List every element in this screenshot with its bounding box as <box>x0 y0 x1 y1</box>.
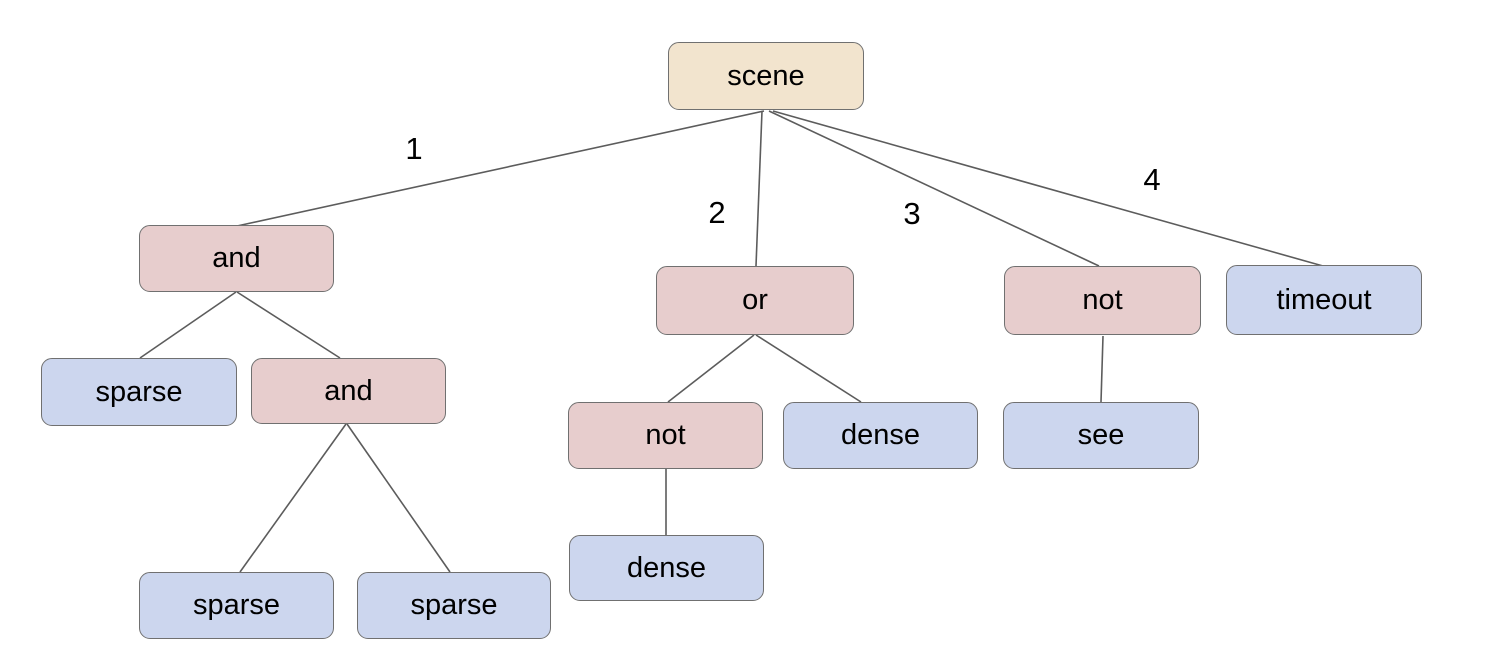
edge-not1-see <box>1100 335 1104 403</box>
node-sparse-2-label: sparse <box>192 589 281 621</box>
edge-scene-or <box>755 110 763 267</box>
edge-or-dense2 <box>755 334 862 403</box>
edge-scene-not <box>768 110 1100 267</box>
edge-label-4: 4 <box>1143 162 1161 197</box>
node-or-label: or <box>742 284 768 316</box>
edge-label-3: 3 <box>903 196 921 231</box>
node-sparse-3: sparse <box>357 572 551 639</box>
node-not-1-label: not <box>1082 284 1123 316</box>
node-not-2-label: not <box>645 419 686 451</box>
node-scene: scene <box>668 42 864 110</box>
node-dense-2: dense <box>569 535 764 601</box>
node-and-2: and <box>251 358 446 424</box>
node-dense-1-label: dense <box>840 419 920 451</box>
edge-scene-and1 <box>236 110 765 227</box>
node-timeout: timeout <box>1226 265 1422 335</box>
node-see: see <box>1003 402 1199 469</box>
node-not-2: not <box>568 402 763 469</box>
node-or: or <box>656 266 854 335</box>
node-sparse-1-label: sparse <box>95 375 183 408</box>
node-scene-label: scene <box>727 59 805 92</box>
node-and-1: and <box>139 225 334 292</box>
node-sparse-2: sparse <box>139 572 334 639</box>
edge-and1-sparse1 <box>139 291 237 359</box>
node-and-2-label: and <box>324 374 373 407</box>
node-sparse-1: sparse <box>41 358 237 426</box>
edge-and2-sparse4 <box>346 423 451 573</box>
edge-scene-timeout <box>772 110 1324 267</box>
node-see-label: see <box>1077 419 1125 451</box>
node-sparse-3-label: sparse <box>410 589 498 621</box>
node-not-1: not <box>1004 266 1201 335</box>
edge-or-not2 <box>667 334 755 403</box>
edge-label-1: 1 <box>405 131 423 166</box>
edge-and2-sparse3 <box>239 423 347 573</box>
edge-and1-and2 <box>236 291 341 359</box>
node-and-1-label: and <box>212 242 261 274</box>
node-timeout-label: timeout <box>1276 283 1372 316</box>
edge-label-2: 2 <box>708 195 726 230</box>
node-dense-1: dense <box>783 402 978 469</box>
node-dense-2-label: dense <box>626 551 706 584</box>
